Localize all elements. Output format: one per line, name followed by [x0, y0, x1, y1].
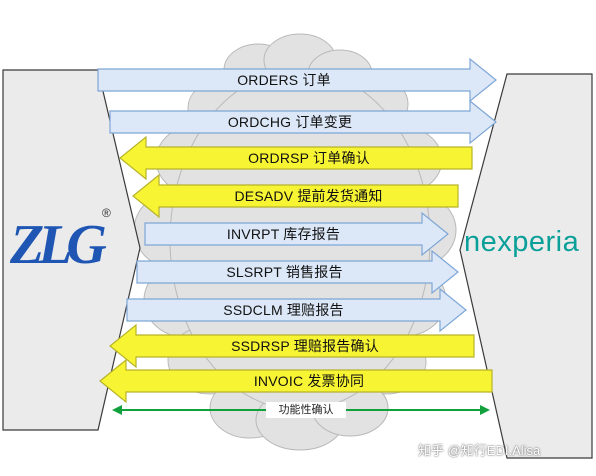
message-arrow-label: ORDERS 订单	[237, 72, 331, 88]
nexperia-logo: nexperia	[464, 226, 580, 258]
message-arrow-label: SLSRPT 销售报告	[226, 264, 343, 280]
message-arrow-label: SSDRSP 理赔报告确认	[231, 338, 379, 354]
message-arrow-to-zlg	[99, 358, 493, 404]
message-arrow-to-nexperia	[97, 57, 497, 103]
message-arrow-to-nexperia	[144, 211, 449, 257]
message-arrow-to-nexperia	[109, 99, 497, 145]
message-arrow-label: INVOIC 发票协同	[253, 373, 365, 389]
message-arrow-label: INVRPT 库存报告	[226, 226, 341, 242]
functional-ack-label: 功能性确认	[266, 402, 346, 418]
message-arrow-label: ORDCHG 订单变更	[227, 114, 353, 130]
message-arrow-to-nexperia	[126, 287, 467, 333]
message-arrow-label: SSDCLM 理赔报告	[223, 302, 344, 318]
message-arrow-to-nexperia	[136, 249, 459, 295]
functional-ack-arrowhead	[112, 405, 122, 415]
message-arrow-to-zlg	[132, 173, 459, 219]
watermark: 知乎 @知行EDI.Alisa	[418, 443, 541, 458]
message-arrow-to-zlg	[119, 135, 473, 181]
message-arrows	[97, 57, 497, 404]
registered-mark: ®	[102, 206, 111, 220]
right-party-panel	[459, 73, 593, 459]
zlg-logo: ZLG	[10, 214, 107, 276]
message-arrow-label: DESADV 提前发货通知	[234, 188, 383, 204]
message-arrow-to-zlg	[109, 323, 475, 369]
functional-ack-arrowhead	[480, 405, 490, 415]
message-arrow-label: ORDRSP 订单确认	[248, 150, 370, 166]
